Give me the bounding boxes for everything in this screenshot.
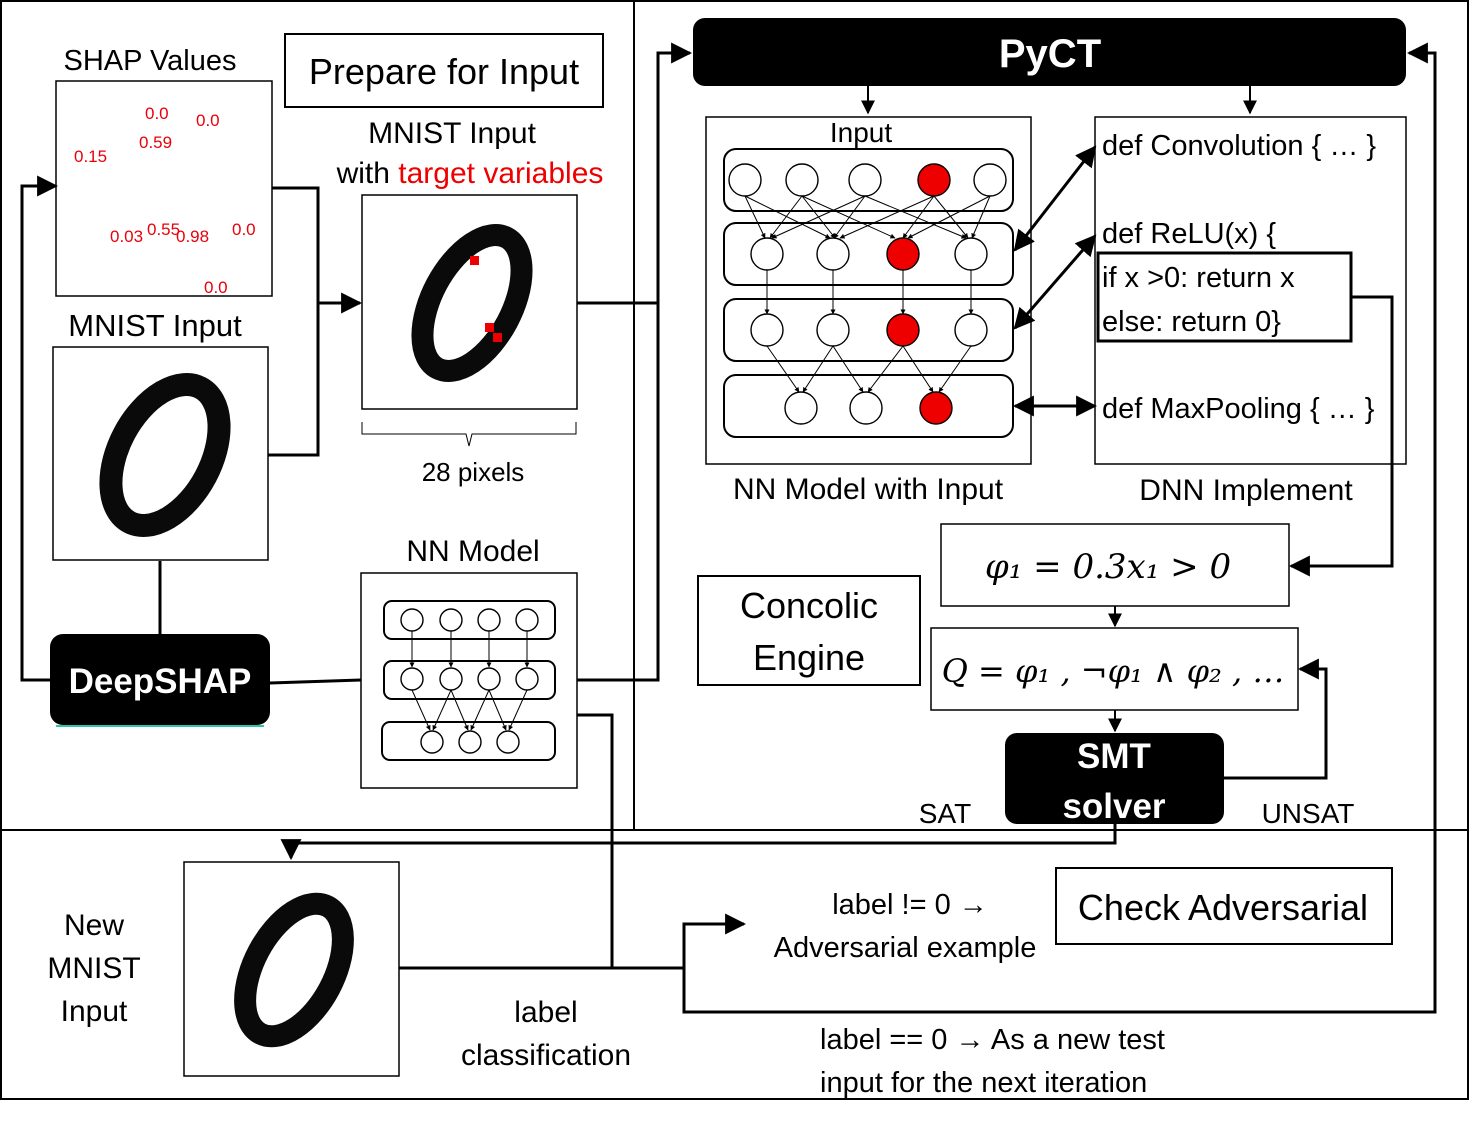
adversarial-line1: label != 0 → bbox=[832, 889, 988, 921]
nn-layer bbox=[383, 660, 556, 700]
shap-value: 0.0 bbox=[145, 104, 169, 123]
target-variables-label: target variables bbox=[398, 157, 603, 190]
digit-zero-target-image bbox=[411, 224, 533, 382]
shap-value: 0.03 bbox=[110, 227, 143, 246]
nn-with-input-network bbox=[723, 148, 1014, 438]
sat-label: SAT bbox=[919, 798, 971, 829]
nn-with-input-caption: NN Model with Input bbox=[733, 473, 1004, 506]
nn-model-title: NN Model bbox=[406, 535, 539, 568]
maxpooling-code: def MaxPooling { … } bbox=[1102, 393, 1375, 425]
target-pixel bbox=[485, 323, 494, 332]
shap-value: 0.15 bbox=[74, 147, 107, 166]
engine-connectors bbox=[861, 86, 1394, 577]
classification-line2: classification bbox=[461, 1039, 631, 1072]
target-pixel bbox=[493, 333, 502, 342]
mnist-target-box bbox=[361, 194, 578, 410]
dnn-implement-caption: DNN Implement bbox=[1139, 474, 1353, 507]
path-constraints: Q = φ₁ , ¬φ₁ ∧ φ₂ , … bbox=[942, 652, 1285, 690]
relu-code-line2: else: return 0} bbox=[1102, 306, 1281, 338]
deepshap-box bbox=[50, 634, 270, 725]
input-layer-label: Input bbox=[830, 117, 892, 148]
concolic-title-line1: Concolic bbox=[740, 585, 878, 626]
phi-constraint: φ₁ = 0.3x₁ > 0 bbox=[985, 547, 1231, 587]
phi-constraint-box bbox=[940, 523, 1290, 607]
check-title: Check Adversarial bbox=[1078, 887, 1368, 928]
nn-layer bbox=[383, 600, 556, 640]
smt-label-line2: solver bbox=[1062, 787, 1165, 826]
deepshap-label: DeepSHAP bbox=[69, 662, 252, 701]
shap-values: 0.0 0.0 0.59 0.15 0.03 0.55 0.98 0.0 0.0 bbox=[74, 104, 256, 297]
unsat-label: UNSAT bbox=[1262, 798, 1355, 829]
concolic-title-box bbox=[697, 575, 921, 686]
new-input-box bbox=[183, 861, 400, 1077]
pyct-box bbox=[693, 18, 1406, 86]
shap-values-box bbox=[55, 80, 273, 297]
mnist-input-title: MNIST Input bbox=[68, 308, 242, 343]
classification-line1: label bbox=[514, 996, 577, 1029]
smt-solver-box bbox=[1005, 733, 1224, 824]
check-connectors bbox=[280, 42, 1437, 1014]
convolution-code: def Convolution { … } bbox=[1102, 130, 1376, 162]
shap-value: 0.0 bbox=[204, 278, 228, 297]
target-pixel bbox=[470, 256, 479, 265]
shap-value: 0.59 bbox=[139, 133, 172, 152]
nn-layer bbox=[723, 222, 1014, 286]
shap-value: 0.55 bbox=[147, 220, 180, 239]
prepare-title: Prepare for Input bbox=[309, 51, 579, 92]
concolic-title-line2: Engine bbox=[753, 637, 865, 678]
check-title-box bbox=[1055, 867, 1393, 945]
mnist-target-title-line2: with target variables bbox=[336, 157, 604, 190]
shap-value: 0.0 bbox=[232, 220, 256, 239]
prepare-connectors bbox=[20, 42, 693, 685]
digit-zero-new-image bbox=[234, 892, 354, 1048]
next-iteration-line1: label == 0 → As a new test bbox=[820, 1024, 1165, 1056]
shap-value: 0.0 bbox=[196, 111, 220, 130]
relu-code-header: def ReLU(x) { bbox=[1102, 218, 1276, 250]
nn-layer bbox=[723, 298, 1014, 362]
pyct-label: PyCT bbox=[999, 32, 1101, 76]
pixel-width-brace bbox=[361, 422, 577, 447]
new-input-line2: MNIST bbox=[47, 952, 140, 985]
new-input-line1: New bbox=[64, 909, 124, 942]
outer-frame bbox=[0, 0, 1469, 1100]
shap-value: 0.98 bbox=[176, 227, 209, 246]
digit-zero-image bbox=[99, 373, 231, 537]
smt-label-line1: SMT bbox=[1077, 737, 1151, 776]
pixels-label: 28 pixels bbox=[422, 457, 525, 487]
next-iteration-line2: input for the next iteration bbox=[820, 1067, 1147, 1099]
new-input-line3: Input bbox=[61, 995, 128, 1028]
dnn-implement-box bbox=[1094, 116, 1407, 465]
nn-model-network bbox=[381, 600, 556, 761]
adversarial-line2: Adversarial example bbox=[774, 932, 1037, 964]
relu-code-line1: if x >0: return x bbox=[1102, 262, 1295, 294]
path-constraints-box bbox=[930, 627, 1299, 711]
mnist-target-prefix: with bbox=[336, 157, 399, 190]
mnist-target-title-line1: MNIST Input bbox=[368, 117, 537, 150]
shap-title: SHAP Values bbox=[63, 45, 236, 77]
prepare-title-box bbox=[284, 33, 604, 108]
